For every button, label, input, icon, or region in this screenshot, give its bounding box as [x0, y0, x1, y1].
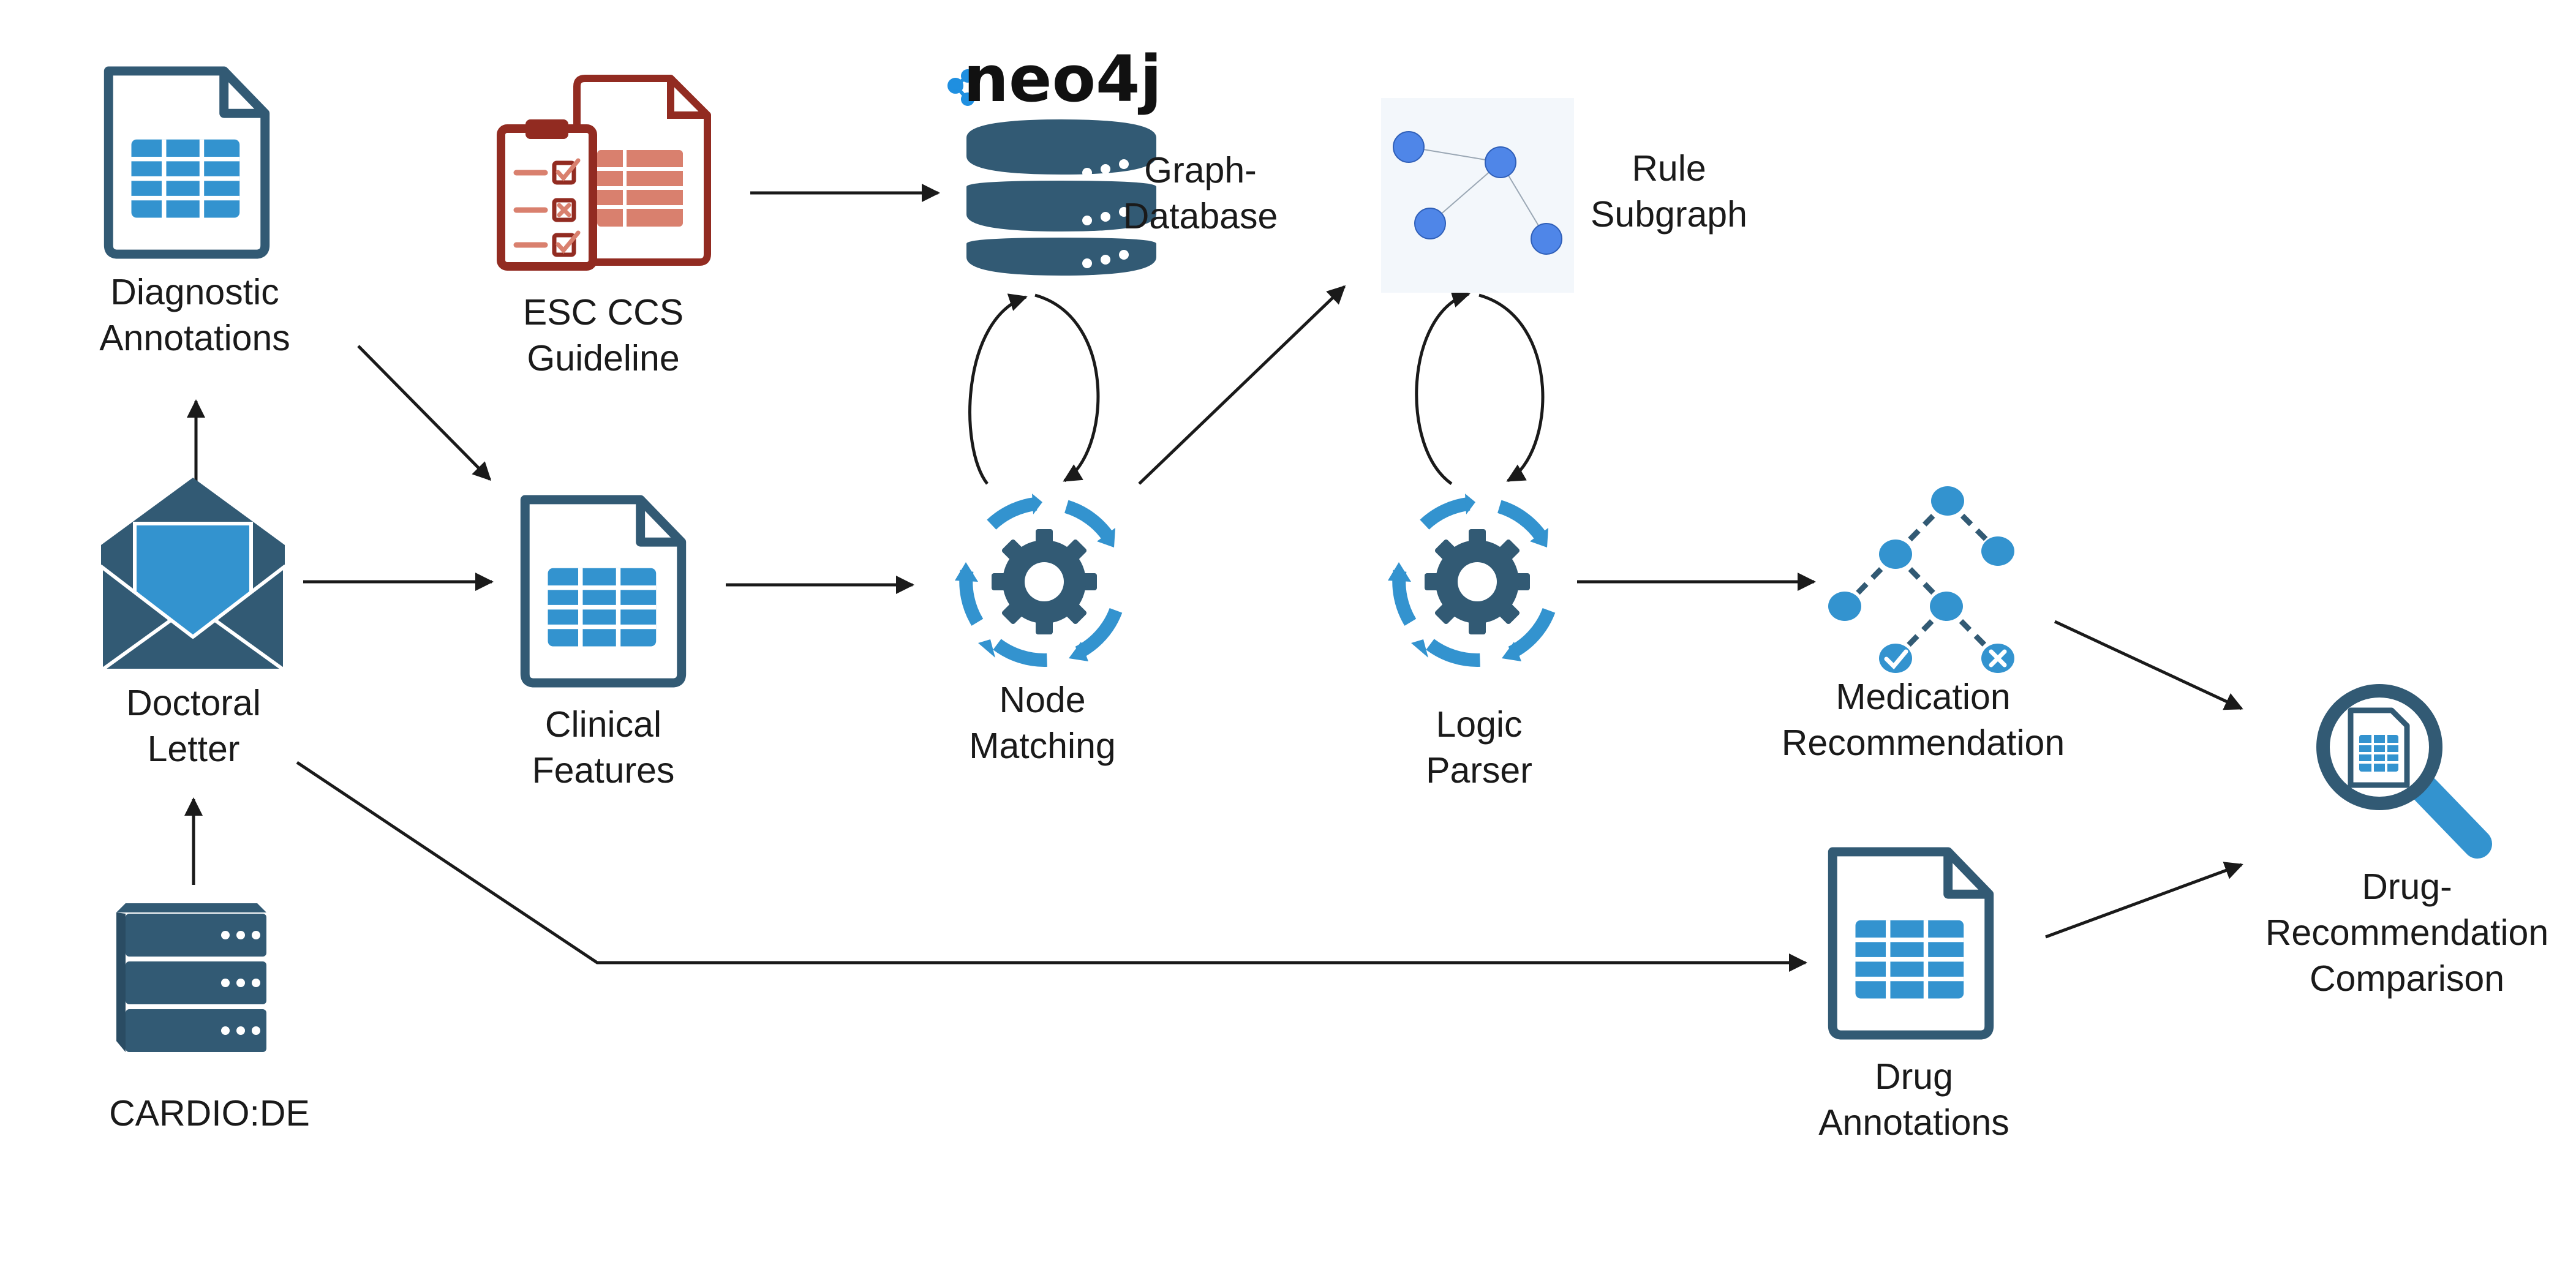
doctoral-letter-label-line1: Doctoral	[126, 683, 261, 723]
graph-database-label-line2: Database	[1123, 196, 1278, 236]
esc-guideline-label-line1: ESC CCS	[523, 292, 684, 333]
clinical-features-label-line2: Features	[532, 750, 675, 791]
medication-recommendation-label-line1: Medication	[1836, 677, 2010, 717]
diagnostic-annotations-label-line2: Annotations	[99, 318, 290, 358]
clinical-features-label-line1: Clinical	[545, 704, 661, 745]
arrow-letter-to-drug-annotations	[296, 761, 1807, 972]
graph-thumbnail	[1381, 98, 1574, 293]
diagnostic-annotations-label-line1: Diagnostic	[110, 272, 279, 312]
checklist-clipboard-icon	[497, 75, 711, 271]
medication-recommendation-label-line2: Recommendation	[1782, 723, 2065, 763]
spreadsheet-document-icon	[108, 71, 265, 254]
neo4j-logo-text: neo4j	[963, 42, 1162, 116]
diagnostic-annotations-node: Diagnostic Annotations	[99, 71, 290, 358]
drug-recommendation-comparison-label-line2: Recommendation	[2265, 912, 2548, 953]
graph-database-label-line1: Graph-	[1144, 150, 1257, 190]
logic-parser-label-line2: Parser	[1426, 750, 1532, 791]
loop-parser-subgraph	[1415, 290, 1471, 486]
rule-subgraph-label-line2: Subgraph	[1591, 194, 1747, 235]
esc-guideline-label-line2: Guideline	[527, 338, 679, 378]
drug-recommendation-comparison-label-line3: Comparison	[2310, 958, 2504, 999]
esc-guideline-node: ESC CCS Guideline	[497, 75, 711, 378]
node-matching-node: Node Matching	[955, 494, 1116, 766]
loop-matching-database	[968, 293, 1028, 485]
drug-recommendation-comparison-label-line1: Drug-	[2362, 867, 2452, 907]
drug-annotations-label-line2: Annotations	[1818, 1102, 2009, 1143]
database-icon	[966, 119, 1156, 276]
cardio-de-node: CARDIO:DE	[109, 903, 310, 1134]
loop-subgraph-parser	[1478, 293, 1545, 483]
connector-arrows	[184, 184, 2243, 972]
clinical-features-node: Clinical Features	[525, 500, 681, 791]
gear-cycle-icon	[1388, 494, 1549, 661]
neo4j-logo: neo4j	[947, 42, 1162, 116]
arrow-recommendation-to-comparison	[2054, 620, 2243, 710]
logic-parser-label-line1: Logic	[1436, 704, 1522, 745]
doctoral-letter-node: Doctoral Letter	[99, 478, 287, 769]
node-matching-label-line2: Matching	[969, 726, 1115, 766]
drug-recommendation-comparison-node: Drug- Recommendation Comparison	[2265, 684, 2548, 999]
rule-subgraph-node: Rule Subgraph	[1381, 98, 1747, 293]
envelope-icon	[99, 478, 287, 672]
node-matching-label-line1: Node	[999, 680, 1085, 720]
decision-tree-icon	[1828, 486, 2014, 673]
server-icon	[116, 903, 266, 1052]
arrow-matching-to-subgraph	[1138, 285, 1346, 485]
medication-recommendation-node: Medication Recommendation	[1782, 486, 2065, 763]
logic-parser-node: Logic Parser	[1388, 494, 1549, 791]
doctoral-letter-label-line2: Letter	[148, 729, 240, 769]
drug-annotations-label-line1: Drug	[1875, 1056, 1953, 1097]
graph-database-node: neo4j Graph- Database	[947, 42, 1278, 276]
rule-subgraph-label-line1: Rule	[1632, 148, 1706, 189]
arrow-drug-annotations-to-comparison	[2045, 862, 2243, 939]
loop-database-matching	[1034, 293, 1100, 483]
cardio-de-label: CARDIO:DE	[109, 1093, 310, 1134]
arrow-diagnostic-to-clinical	[357, 345, 492, 481]
drug-annotations-node: Drug Annotations	[1818, 852, 2009, 1143]
magnifier-document-icon	[2316, 684, 2492, 859]
spreadsheet-document-icon	[1832, 852, 1989, 1035]
gear-cycle-icon	[955, 494, 1116, 661]
spreadsheet-document-icon	[525, 500, 681, 683]
